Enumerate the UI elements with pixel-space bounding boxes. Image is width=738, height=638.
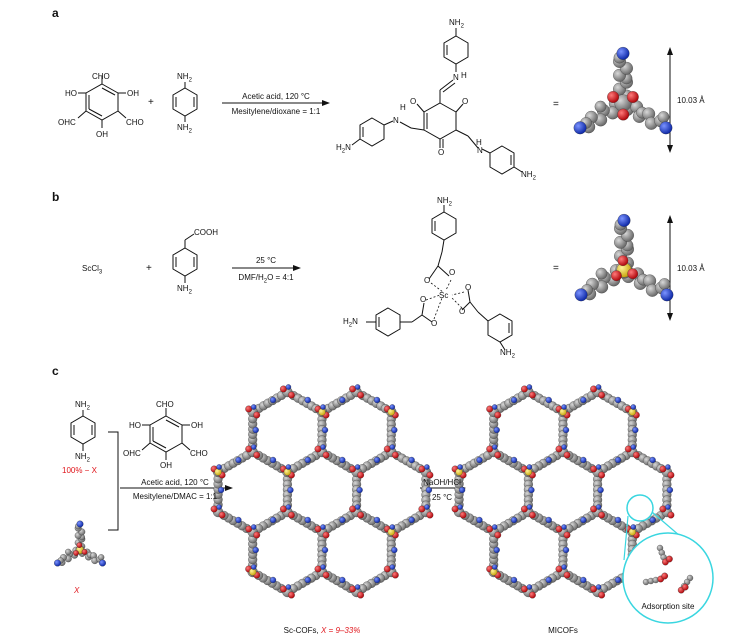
product-nh2-top-b: NH2 bbox=[437, 196, 452, 208]
product-n-top-a: N bbox=[453, 73, 459, 82]
o-label-1-b: O bbox=[424, 276, 431, 285]
tp-cho-top-c: CHO bbox=[156, 400, 174, 409]
product-h-left-a: H bbox=[400, 103, 406, 112]
tp-amine-space-filling-model bbox=[573, 46, 673, 135]
plus-a: + bbox=[148, 97, 154, 108]
panel-label-c: c bbox=[52, 364, 59, 378]
adsorption-fragment bbox=[642, 572, 669, 586]
product-n-right-a: N bbox=[477, 146, 483, 155]
diamine-nh2-top-c: NH2 bbox=[75, 400, 90, 412]
product-n-left-a: N bbox=[393, 116, 399, 125]
o-label-3-b: O bbox=[420, 295, 427, 304]
tp-oh-right: OH bbox=[127, 89, 139, 98]
equals-a: = bbox=[553, 99, 559, 110]
tp-amine-product-a bbox=[351, 28, 523, 175]
tp-ohc-left: OHC bbox=[58, 118, 76, 127]
step-bottom-c: 25 °C bbox=[431, 493, 453, 502]
micof-lattice bbox=[451, 384, 675, 599]
adsorption-fragment bbox=[677, 574, 694, 594]
reaction-arrow-c1 bbox=[120, 485, 233, 491]
sc-linker-small-model bbox=[54, 520, 106, 567]
sc-linker-fraction-label: X bbox=[74, 586, 80, 595]
o-label-2-b: O bbox=[449, 268, 456, 277]
product-h-top-a: H bbox=[461, 71, 467, 80]
product-o3-a: O bbox=[438, 148, 445, 157]
tp-ho-left: HO bbox=[65, 89, 77, 98]
condition-bottom-a: Mesitylene/dioxane = 1:1 bbox=[231, 107, 321, 116]
reaction-arrow-b bbox=[232, 265, 301, 271]
diamine-molecule-a bbox=[172, 82, 198, 122]
condition-top-c: Acetic acid, 120 °C bbox=[141, 478, 209, 487]
tp-oh-right-c: OH bbox=[191, 421, 203, 430]
condition-bottom-c: Mesitylene/DMAC = 1:1 bbox=[132, 492, 218, 501]
sc-complex-product-b bbox=[366, 205, 513, 351]
equals-b: = bbox=[553, 263, 559, 274]
tp-cho-top: CHO bbox=[92, 72, 110, 81]
tp-cho-right-c: CHO bbox=[190, 449, 208, 458]
condition-top-b: 25 °C bbox=[255, 256, 277, 265]
product-h2n-left-a: H2N bbox=[336, 143, 351, 155]
adsorption-site-label: Adsorption site bbox=[641, 602, 695, 611]
dimension-arrow-a bbox=[667, 47, 673, 153]
product-nh2-right-b: NH2 bbox=[500, 348, 515, 360]
diamine-nh2-top-a: NH2 bbox=[177, 72, 192, 84]
plus-b: + bbox=[146, 263, 152, 274]
diamine-nh2-bottom-a: NH2 bbox=[177, 123, 192, 135]
product-nh2-right-a: NH2 bbox=[521, 170, 536, 182]
step-top-c: NaOH/HCl bbox=[423, 478, 461, 487]
tp-cho-right: CHO bbox=[126, 118, 144, 127]
tp-aldehyde-molecule-c bbox=[141, 408, 191, 460]
o-label-5-b: O bbox=[465, 283, 472, 292]
reaction-arrow-a bbox=[222, 100, 330, 106]
product-o1-a: O bbox=[410, 97, 417, 106]
diamine-nh2-bottom-c: NH2 bbox=[75, 452, 90, 464]
cooh-label-b: COOH bbox=[194, 228, 218, 237]
adsorption-site-circle bbox=[622, 532, 714, 624]
sc-complex-space-filling-model bbox=[574, 213, 674, 302]
tp-oh-bottom: OH bbox=[96, 130, 108, 139]
diamine-fraction-label: 100% − X bbox=[62, 466, 97, 475]
nh2-label-b: NH2 bbox=[177, 284, 192, 296]
product-h-right-a: H bbox=[476, 138, 482, 147]
dimension-label-a: 10.03 Å bbox=[677, 96, 705, 105]
product-o2-a: O bbox=[462, 97, 469, 106]
sc-label-b: Sc bbox=[439, 291, 449, 300]
sc-cofs-label-range: X = 9–33% bbox=[320, 626, 361, 635]
aminophenylacetic-acid-molecule-b bbox=[172, 233, 198, 283]
panel-label-b: b bbox=[52, 190, 60, 204]
adsorption-zoom bbox=[622, 494, 714, 624]
o-label-4-b: O bbox=[431, 319, 438, 328]
micofs-label: MICOFs bbox=[548, 626, 578, 635]
condition-bottom-b: DMF/H2O = 4:1 bbox=[238, 273, 294, 285]
panel-label-a: a bbox=[52, 6, 59, 20]
reactant-bracket-c bbox=[108, 431, 119, 531]
product-h2n-left-b: H2N bbox=[343, 317, 358, 329]
diamine-molecule-c bbox=[70, 410, 96, 451]
adsorption-fragment bbox=[656, 544, 673, 566]
o-label-6-b: O bbox=[459, 307, 466, 316]
tp-ho-left-c: HO bbox=[129, 421, 141, 430]
tp-aldehyde-molecule-a bbox=[77, 76, 127, 128]
product-nh2-top-a: NH2 bbox=[449, 18, 464, 30]
sccl3-label: ScCl3 bbox=[82, 264, 103, 276]
dimension-arrow-b bbox=[667, 215, 673, 321]
condition-top-a: Acetic acid, 120 °C bbox=[242, 92, 310, 101]
tp-oh-bottom-c: OH bbox=[160, 461, 172, 470]
sc-cofs-label-prefix: Sc-COFs, bbox=[283, 626, 321, 635]
sc-cofs-label: Sc-COFs, X = 9–33% bbox=[284, 626, 361, 635]
dimension-label-b: 10.03 Å bbox=[677, 264, 705, 273]
tp-ohc-left-c: OHC bbox=[123, 449, 141, 458]
sc-cof-lattice bbox=[210, 384, 434, 599]
